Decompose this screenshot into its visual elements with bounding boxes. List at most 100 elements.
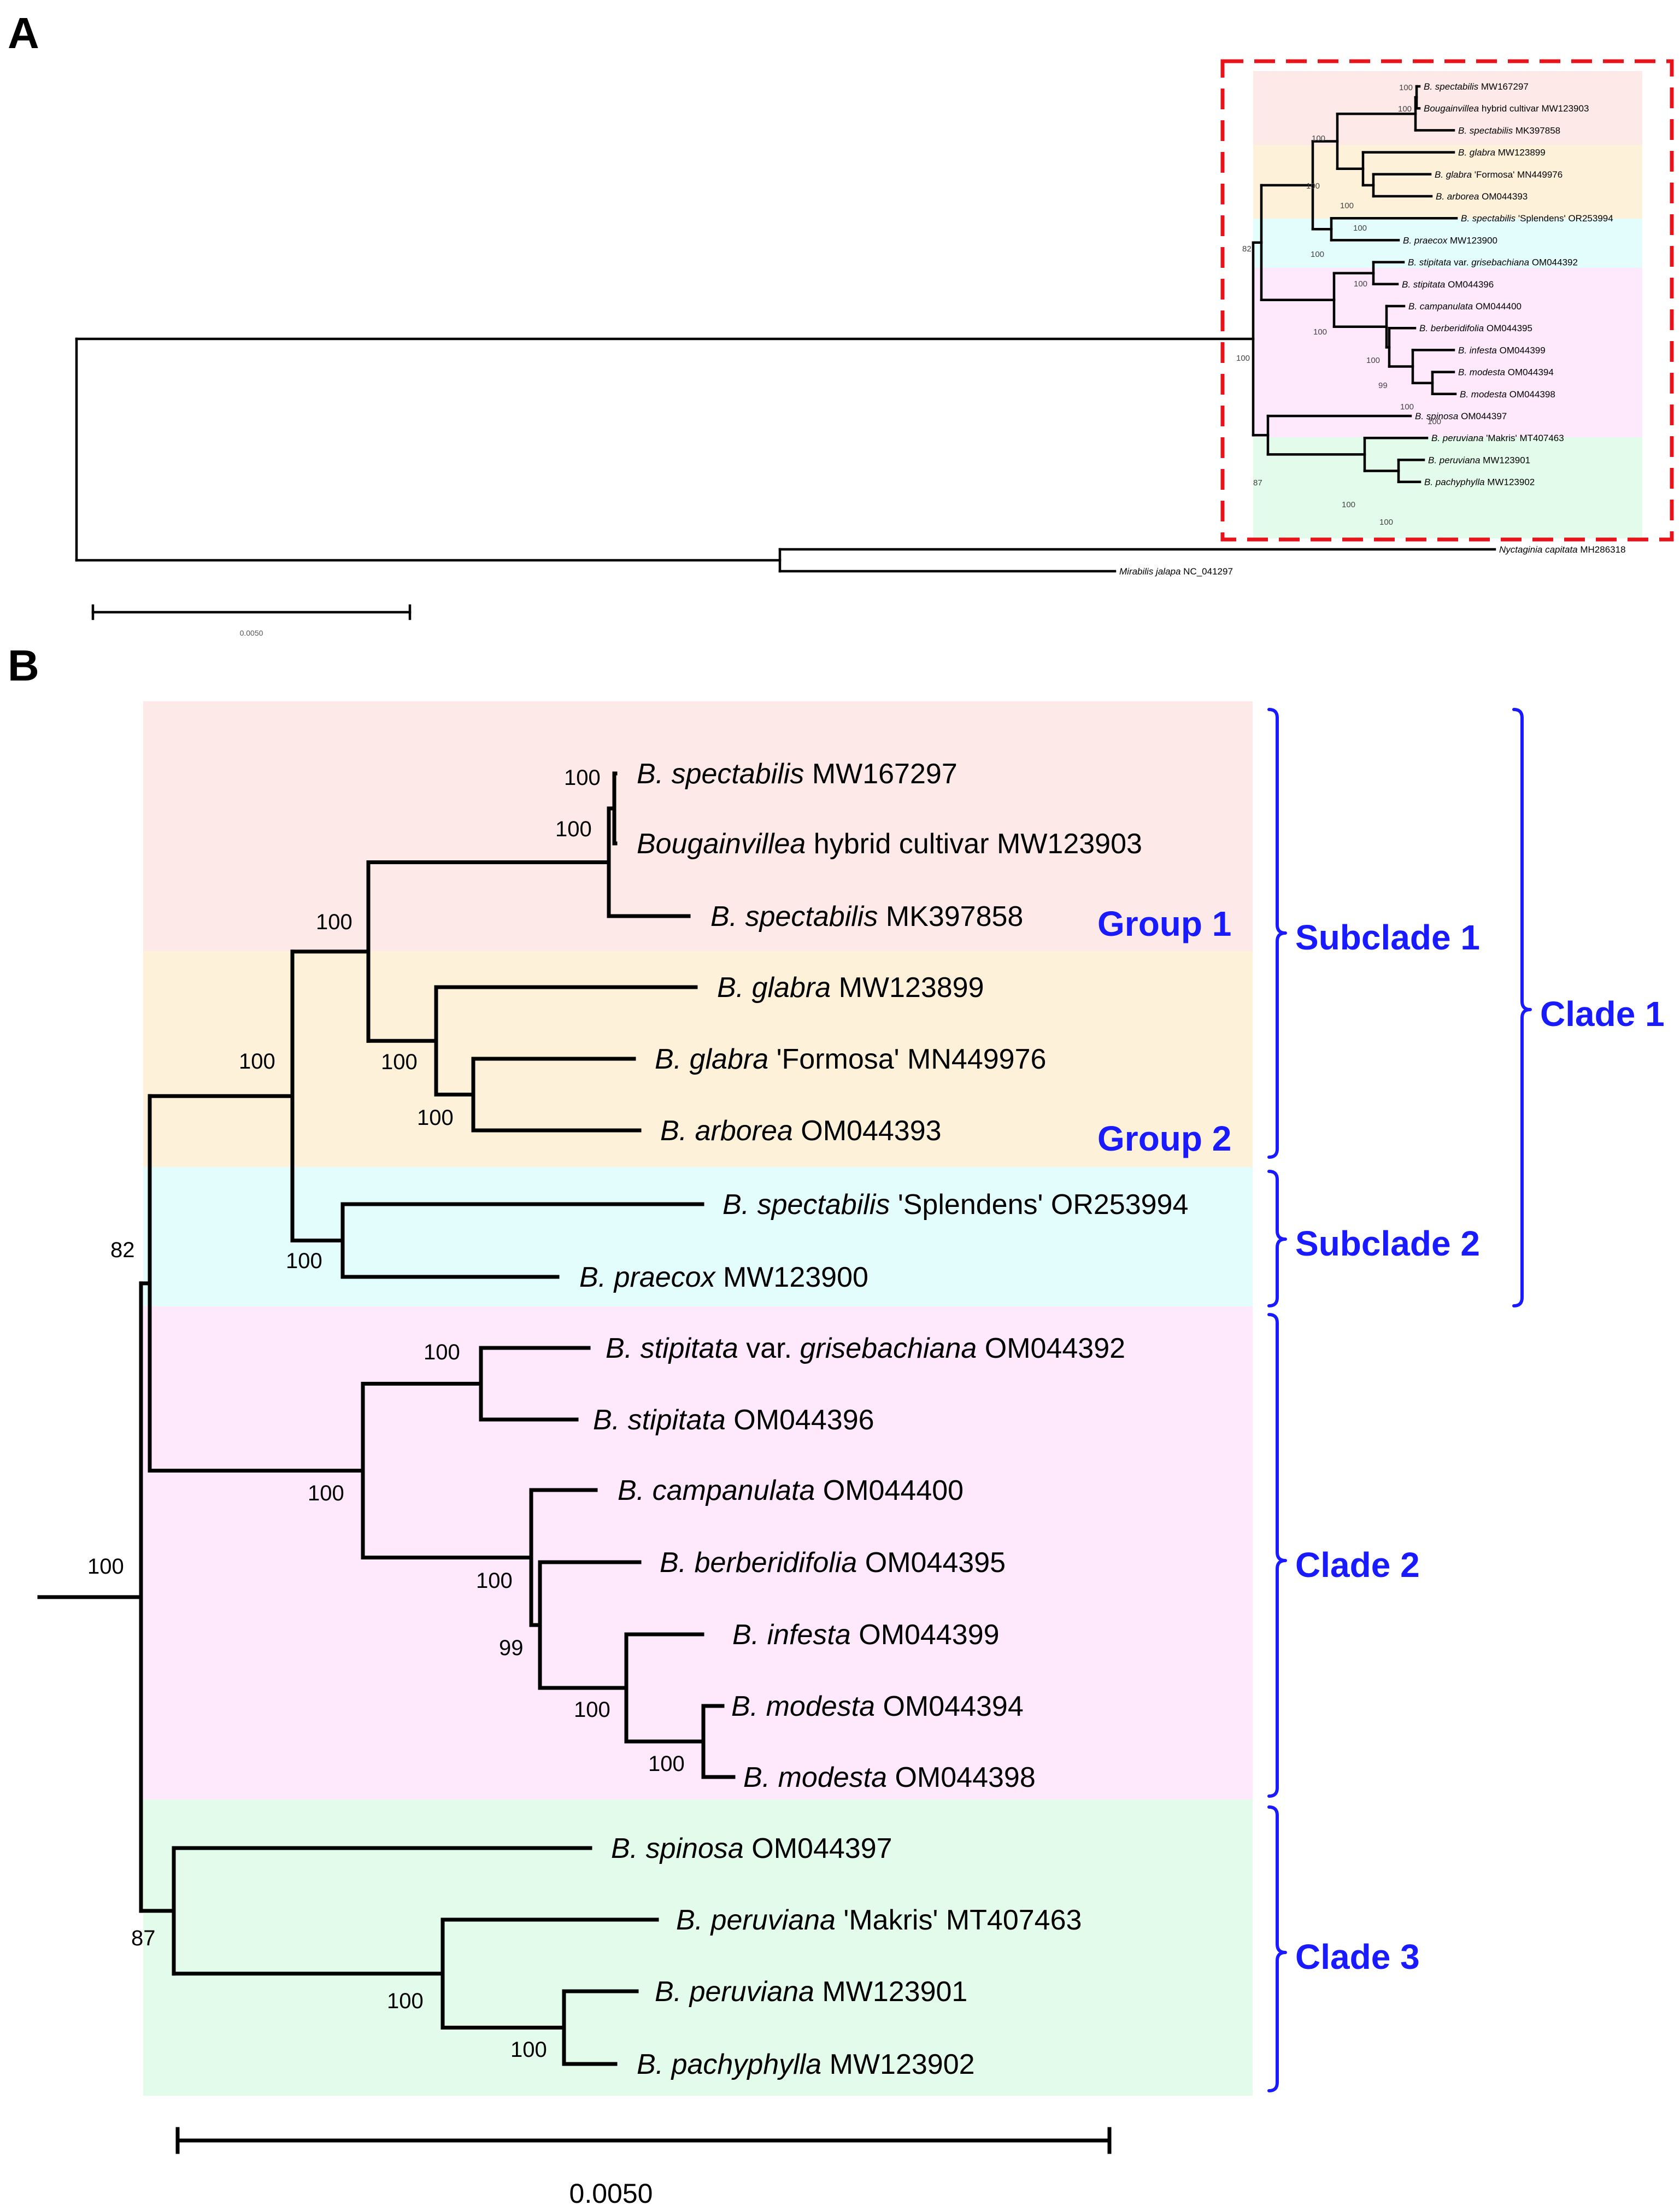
clade1-bracket	[1512, 708, 1532, 1307]
panel-a-taxon-accession: OM044395	[1484, 323, 1532, 333]
panel-a-taxon-genus: B. glabra	[1435, 169, 1472, 180]
support-value: 100	[381, 1050, 418, 1074]
taxon-label-part: MW123899	[831, 972, 984, 1004]
taxon-label: B. stipitata var. grisebachiana OM044392	[606, 1333, 1125, 1364]
taxon-label-part: B. modesta	[731, 1691, 875, 1722]
panel-a-taxon-label: B. spectabilis 'Splendens' OR253994	[1461, 213, 1613, 224]
panel-a-taxon-label: B. modesta OM044398	[1460, 389, 1555, 400]
panel-a-taxon-accession: 'Formosa' MN449976	[1472, 169, 1562, 180]
panel-a-taxon-accession: 'Makris' MT407463	[1483, 433, 1564, 443]
taxon-label: B. modesta OM044398	[743, 1762, 1036, 1793]
support-value: 99	[499, 1636, 524, 1660]
panel-a-support-value: 100	[1379, 518, 1393, 527]
taxon-label: B. glabra 'Formosa' MN449976	[655, 1043, 1046, 1075]
support-value: 100	[555, 817, 592, 841]
taxon-label: B. modesta OM044394	[731, 1691, 1024, 1722]
panel-a-taxon-accession: MK397858	[1513, 125, 1560, 136]
panel-a-support-value: 100	[1400, 402, 1414, 412]
clade1-label: Clade 1	[1540, 994, 1665, 1034]
panel-a-taxon-accession: MW123902	[1485, 477, 1535, 488]
taxon-label-part: B. pachyphylla	[637, 2049, 821, 2080]
panel-a-support-value: 100	[1342, 500, 1355, 509]
panel-a-zoom-box	[1220, 59, 1674, 542]
taxon-label-part: OM044393	[793, 1115, 942, 1147]
taxon-label: Bougainvillea hybrid cultivar MW123903	[637, 828, 1142, 860]
support-value: 100	[574, 1698, 610, 1722]
panel-a-taxon-genus: B. stipitata	[1402, 279, 1445, 290]
panel-a-band	[1253, 145, 1642, 219]
panel-a-taxon-label: B. peruviana MW123901	[1428, 455, 1530, 465]
support-value: 100	[510, 2038, 547, 2062]
clade2-label: Clade 2	[1295, 1545, 1420, 1585]
panel-a-taxon-accession: OM044396	[1445, 279, 1494, 290]
support-value: 100	[648, 1752, 685, 1776]
taxon-label-part: B. stipitata	[593, 1404, 726, 1436]
taxon-label: B. spinosa OM044397	[611, 1833, 892, 1864]
taxon-label-part: B. berberidifolia	[660, 1547, 857, 1579]
taxon-label: B. praecox MW123900	[579, 1262, 868, 1293]
panel-a-taxon-genus2: grisebachiana	[1471, 257, 1529, 268]
panel-a-support-value: 99	[1378, 381, 1388, 390]
taxon-label-part: OM044392	[977, 1333, 1125, 1364]
panel-a-taxon-label: B. stipitata OM044396	[1402, 279, 1494, 290]
panel-a-taxon-accession: OM044400	[1473, 301, 1522, 312]
panel-a-taxon-genus: B. berberidifolia	[1419, 323, 1484, 333]
outgroup-label: Mirabilis jalapa NC_041297	[1119, 566, 1233, 577]
panel-a-taxon-genus: B. modesta	[1458, 367, 1505, 378]
taxon-label-part: B. modesta	[743, 1762, 887, 1793]
outgroup-accession: NC_041297	[1180, 566, 1232, 577]
taxon-label: B. pachyphylla MW123902	[637, 2049, 975, 2080]
panel-a-band	[1253, 219, 1642, 268]
panel-a-taxon-accession: OM044394	[1505, 367, 1554, 378]
taxon-label: B. spectabilis MW167297	[637, 758, 958, 790]
panel-b-brackets	[1267, 708, 1532, 2092]
support-value: 100	[87, 1555, 124, 1579]
support-value: 100	[239, 1049, 275, 1074]
panel-a-taxon-genus: B. stipitata	[1408, 257, 1451, 268]
panel-a-taxon-label: B. campanulata OM044400	[1408, 301, 1522, 312]
subclade1-bracket	[1267, 708, 1287, 1159]
subclade2-label: Subclade 2	[1295, 1224, 1480, 1263]
taxon-label-part: 'Splendens' OR253994	[890, 1189, 1188, 1221]
panel-a-taxon-accession: MW123900	[1447, 235, 1497, 245]
panel-b-clade-backgrounds	[143, 701, 1253, 2096]
taxon-label-part: B. peruviana	[676, 1904, 836, 1936]
panel-a-support-value: 100	[1428, 417, 1441, 426]
panel-a-support-value: 100	[1311, 250, 1324, 259]
taxon-label-part: OM044397	[744, 1833, 892, 1864]
taxon-label-part: OM044394	[875, 1691, 1024, 1722]
panel-a-support-value: 100	[1340, 201, 1354, 210]
taxon-label-part: MW123902	[821, 2049, 974, 2080]
panel-a-taxon-label: B. spectabilis MW167297	[1424, 81, 1529, 92]
subclade2-bracket	[1267, 1170, 1287, 1307]
panel-b-label: B	[8, 641, 39, 690]
panel-a-taxon-accession: hybrid cultivar MW123903	[1479, 103, 1589, 114]
panel-a-label: A	[8, 9, 39, 57]
support-value: 100	[564, 766, 601, 790]
taxon-label-part: MK397858	[878, 901, 1023, 933]
subclade2-background	[143, 1167, 1253, 1306]
taxon-label-part: B. praecox	[579, 1262, 716, 1293]
taxon-label-part: MW123900	[715, 1262, 868, 1293]
panel-a-taxon-accession: MW123899	[1495, 148, 1546, 158]
taxon-label-part: OM044399	[851, 1619, 1000, 1651]
panel-a-taxon-genus: Bougainvillea	[1424, 103, 1479, 114]
panel-a-taxon-label: B. praecox MW123900	[1403, 235, 1497, 245]
panel-a-taxon-genus: B. pachyphylla	[1424, 477, 1485, 488]
panel-a-taxon-label: B. peruviana 'Makris' MT407463	[1431, 433, 1564, 443]
panel-a-support-value: 100	[1398, 104, 1412, 114]
panel-a-support-value: 100	[1366, 356, 1380, 365]
panel-a-taxon-label: Bougainvillea hybrid cultivar MW123903	[1424, 103, 1589, 114]
support-value: 100	[286, 1249, 322, 1273]
outgroup-genus: Nyctaginia capitata	[1499, 544, 1578, 555]
panel-b-tree-branches	[37, 771, 736, 2066]
panel-a-taxon-genus: B. peruviana	[1431, 433, 1483, 443]
panel-a-band	[1253, 268, 1642, 437]
taxon-label: B. spectabilis MK397858	[710, 901, 1023, 933]
panel-a-support-value: 100	[1354, 279, 1367, 289]
panel-a-tree-branches	[75, 85, 1496, 573]
panel-a-support-value: 100	[1313, 327, 1327, 337]
taxon-label-part: B. infesta	[732, 1619, 851, 1651]
panel-a-taxon-accession: OM044393	[1479, 191, 1528, 202]
